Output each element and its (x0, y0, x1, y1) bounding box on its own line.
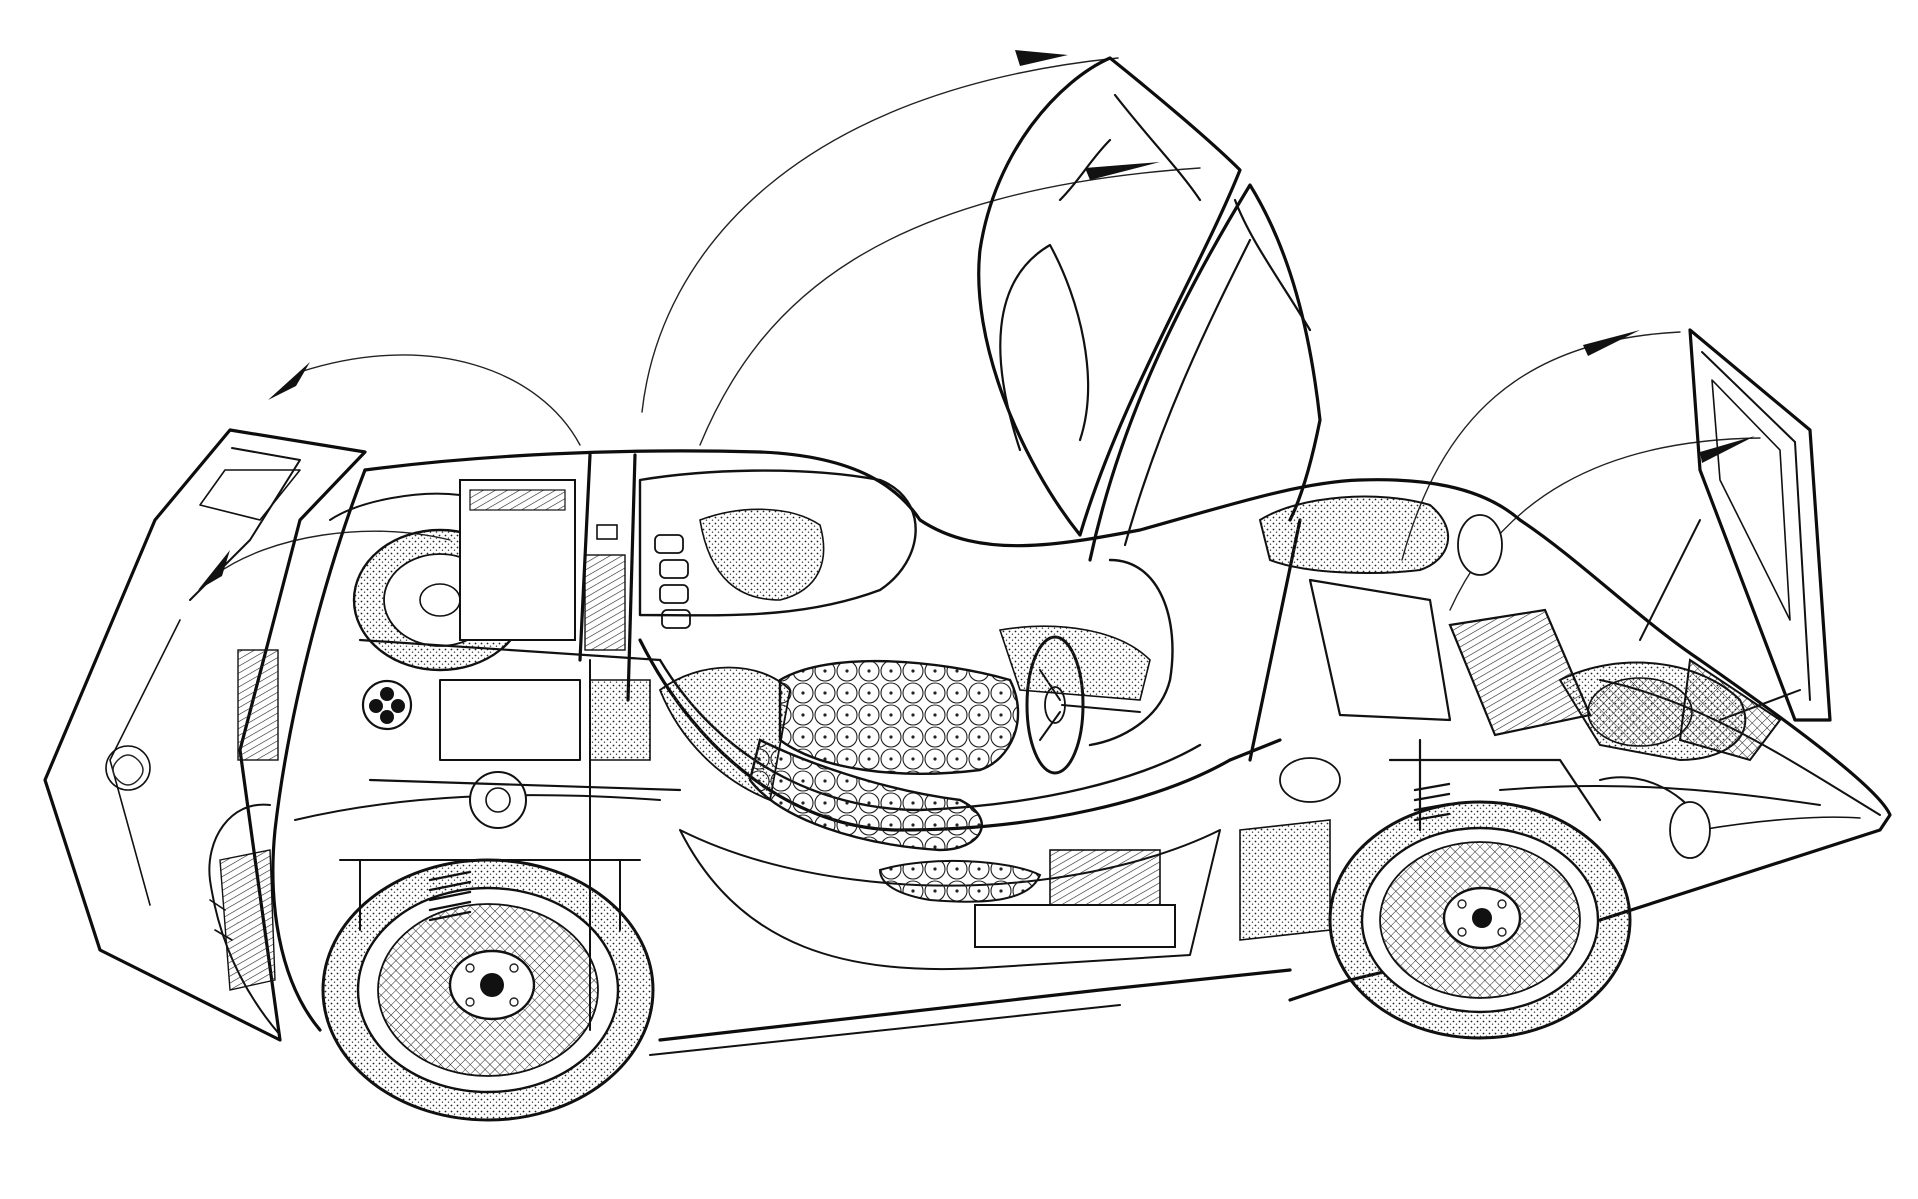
engine (439, 479, 691, 829)
front-suspension (974, 738, 1602, 948)
front-hood (1639, 328, 1832, 722)
front-compartment (1258, 495, 1782, 859)
seats (658, 508, 1042, 903)
steering-wheel (998, 558, 1174, 775)
right-door (1088, 183, 1322, 562)
car-body (208, 449, 1892, 1056)
rear-compartment (209, 492, 461, 991)
rear-engine-cover (43, 428, 367, 1042)
left-door (977, 56, 1242, 537)
rear-wheel (321, 858, 655, 1122)
badge-emblem (361, 679, 413, 731)
suspension-springs (339, 782, 1451, 931)
front-wheel (1328, 800, 1632, 1040)
arc-left-door (641, 57, 1119, 413)
radiator (1448, 608, 1592, 737)
door-motion-arrows (198, 50, 1761, 611)
